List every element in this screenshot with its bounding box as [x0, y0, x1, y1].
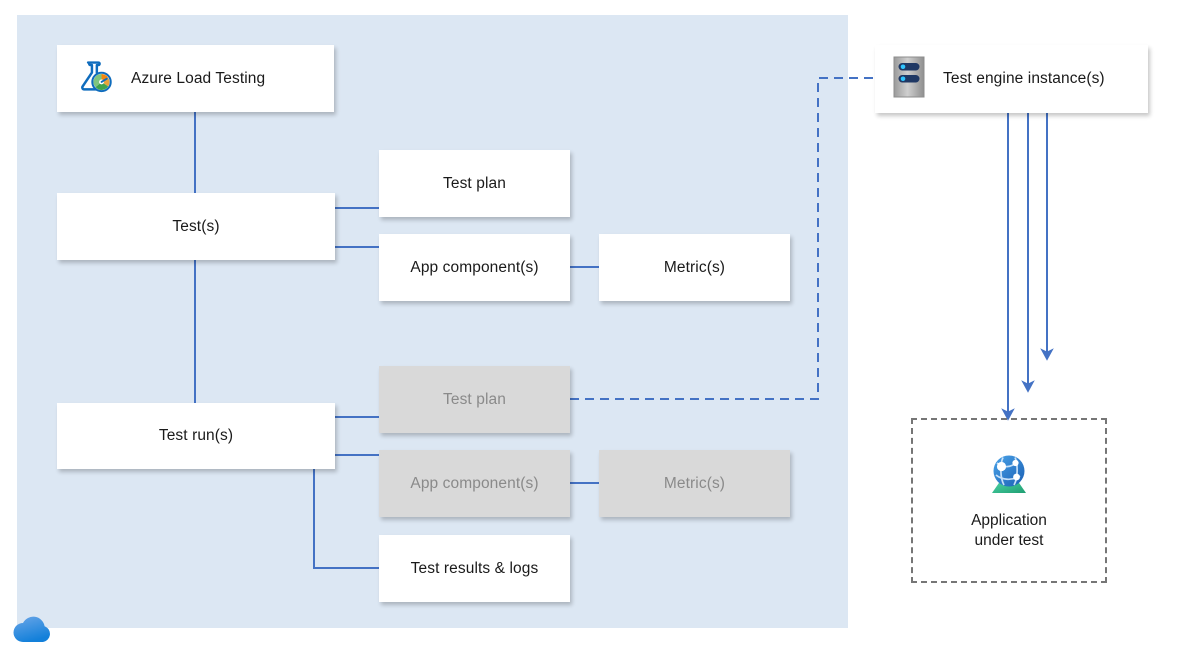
node-test-results-logs[interactable]: Test results & logs: [379, 535, 570, 602]
node-metrics[interactable]: Metric(s): [599, 234, 790, 301]
node-test-plan[interactable]: Test plan: [379, 150, 570, 217]
node-tests[interactable]: Test(s): [57, 193, 335, 260]
node-label: Test plan: [443, 174, 506, 192]
application-under-test-label-line1: Application: [971, 511, 1047, 529]
node-test-runs[interactable]: Test run(s): [57, 403, 335, 469]
node-label: Test plan: [443, 390, 506, 408]
application-under-test-label-line2: under test: [974, 532, 1044, 549]
node-test-plan-dimmed[interactable]: Test plan: [379, 366, 570, 433]
flask-gauge-icon: [75, 57, 113, 100]
node-label: App component(s): [410, 258, 539, 276]
node-application-under-test[interactable]: Application under test: [911, 418, 1107, 583]
node-metrics-dimmed[interactable]: Metric(s): [599, 450, 790, 517]
globe-network-icon: [984, 450, 1034, 503]
server-rack-icon: [893, 56, 925, 103]
node-label: Azure Load Testing: [131, 69, 266, 87]
node-label: Metric(s): [663, 258, 726, 276]
node-label: Test engine instance(s): [943, 70, 1105, 88]
node-label: Test(s): [172, 217, 220, 235]
node-azure-load-testing[interactable]: Azure Load Testing: [57, 45, 334, 112]
node-label: App component(s): [410, 474, 539, 492]
node-label: Test results & logs: [410, 559, 539, 577]
node-label: Metric(s): [663, 474, 726, 492]
application-under-test-boundary: [911, 418, 1107, 583]
node-app-components[interactable]: App component(s): [379, 234, 570, 301]
node-app-components-dimmed[interactable]: App component(s): [379, 450, 570, 517]
node-label: Test run(s): [158, 427, 234, 445]
cloud-icon: [10, 612, 56, 644]
node-test-engine-instances[interactable]: Test engine instance(s): [875, 45, 1148, 113]
